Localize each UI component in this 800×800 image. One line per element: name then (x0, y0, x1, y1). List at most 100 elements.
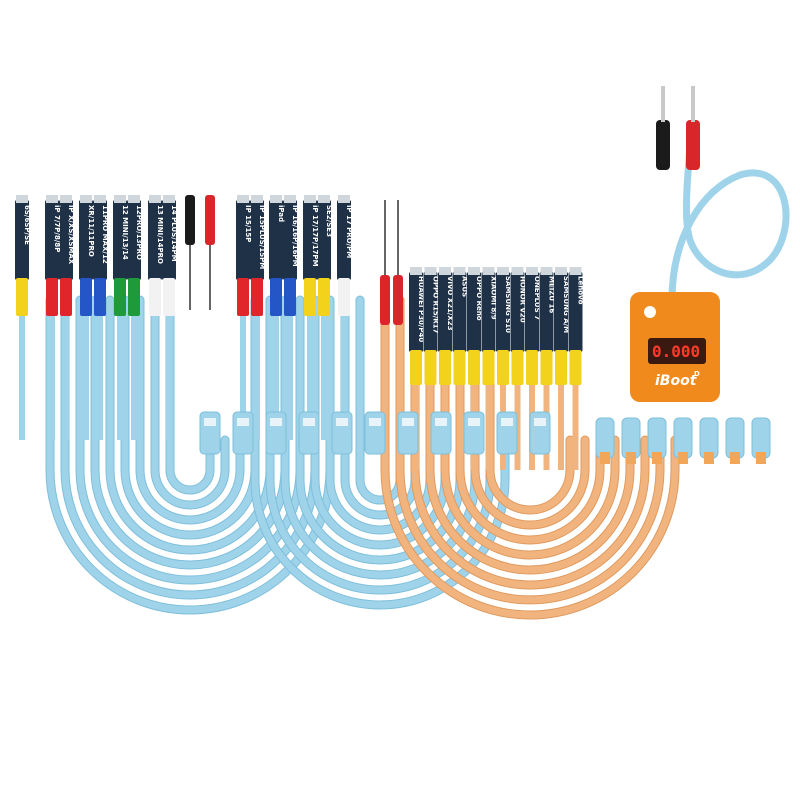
usb-c-collar (626, 452, 636, 464)
board-connector (439, 267, 451, 275)
flex-board (554, 272, 568, 352)
cable-stem (166, 300, 172, 440)
banana-plug-black-pin (661, 86, 665, 122)
usb-plugs (199, 411, 771, 464)
cable-tip-sleeve (46, 278, 58, 316)
cable-tip-sleeve (284, 278, 296, 316)
board-label: 11PRO MAX/12 (101, 205, 109, 264)
cable-tip-sleeve (128, 278, 140, 316)
board-connector (46, 195, 58, 203)
board-label: VIVO X21/X23 (446, 276, 454, 331)
orange-loop-cable (456, 296, 604, 544)
board-connector (270, 195, 282, 203)
usb-a-metal (204, 418, 216, 426)
usb-c-collar (704, 452, 714, 464)
orange-loop-cable (441, 296, 619, 559)
flex-board (127, 200, 141, 280)
cable-tip-sleeve (304, 278, 316, 316)
product-name: iBoot (655, 373, 698, 389)
board-label: IP 15/15P (244, 205, 252, 242)
board-connector (424, 267, 437, 275)
cable-tip-sleeve (251, 278, 263, 316)
board-label: OPPO Reno (475, 276, 483, 321)
board-label: SAMSUNG A/M (562, 276, 570, 333)
flex-board (269, 200, 283, 280)
board-connector (555, 267, 567, 275)
board-label: 14 PLUS/14PM (170, 205, 178, 262)
flex-board (438, 272, 452, 352)
cable-tip-sleeve (497, 350, 509, 385)
flex-board (45, 200, 59, 280)
usb-c-collar (756, 452, 766, 464)
alligator-clip (393, 275, 403, 325)
usb-c-collar (652, 452, 662, 464)
flex-board (148, 200, 162, 280)
board-connector (94, 195, 106, 203)
power-box-display (648, 338, 706, 364)
cable-tip-sleeve (80, 278, 92, 316)
cable-stem (152, 300, 158, 440)
board-label: 12PRO/13PRO (135, 205, 143, 260)
cable-tip-sleeve (16, 278, 28, 316)
blue-loop-cable (326, 296, 434, 534)
banana-plug-black-body (656, 120, 670, 170)
usb-a-metal (303, 418, 315, 426)
flex-board (525, 272, 539, 352)
board-label: HUAWEI P30/P40 (417, 276, 425, 342)
board-connector (237, 195, 249, 203)
board-connector (453, 267, 466, 275)
flex-board (409, 272, 423, 352)
board-label: SAMSUNG S10 (504, 276, 512, 333)
usb-a-metal (468, 418, 480, 426)
blue-loop-cable (281, 296, 479, 579)
board-label: 12 MINI/13/14 (121, 205, 129, 260)
cable-stem (341, 300, 347, 440)
board-connector (482, 267, 495, 275)
cable-tip-sleeve (338, 278, 350, 316)
orange-loop-cable (471, 296, 589, 529)
cable-tip-sleeve (511, 350, 524, 385)
usb-a-metal (435, 418, 447, 426)
board-label: HONOR V20 (519, 276, 527, 323)
board-label: iP 7/7P/8/8P (53, 205, 61, 252)
board-connector (80, 195, 92, 203)
flex-board (317, 200, 331, 280)
flex-board (79, 200, 93, 280)
flex-board (539, 272, 554, 352)
flex-board (467, 272, 481, 352)
usb-a-metal (369, 418, 381, 426)
cable-stem (485, 380, 492, 470)
cable-stem (558, 380, 564, 470)
cable-stem (254, 300, 260, 440)
board-label: iP 17/17P/17PM (311, 205, 319, 267)
flex-board (59, 200, 73, 280)
cable-stem (63, 300, 69, 440)
board-label: XIAOMI 8/9 (490, 276, 498, 320)
power-box-loop-cable (668, 136, 790, 304)
board-connector (468, 267, 480, 275)
board-connector (318, 195, 330, 203)
board-connector (569, 267, 582, 275)
display-readout: 0.000 (652, 342, 700, 361)
cable-tip-sleeve (60, 278, 72, 316)
cable-tip-sleeve (149, 278, 161, 316)
cable-stem (19, 300, 25, 440)
board-label: Lenovo (577, 276, 585, 305)
board-label: iPad (277, 205, 285, 222)
usb-a-metal (534, 418, 546, 426)
cable-tip-sleeve (114, 278, 126, 316)
board-connector (163, 195, 175, 203)
flex-board (568, 272, 583, 352)
blue-loop-cable (356, 296, 404, 504)
cable-tip-sleeve (270, 278, 282, 316)
cable-stem (307, 300, 313, 440)
board-connector (304, 195, 316, 203)
cable-stem (287, 300, 293, 440)
board-label: iP X/XS/XSMAX (67, 205, 75, 265)
board-label: iP 15PLUS/15PM (258, 205, 266, 269)
alligator-clip (185, 195, 195, 245)
orange-loop-cable (486, 296, 574, 514)
board-label: XR/11/11PRO (87, 205, 95, 257)
